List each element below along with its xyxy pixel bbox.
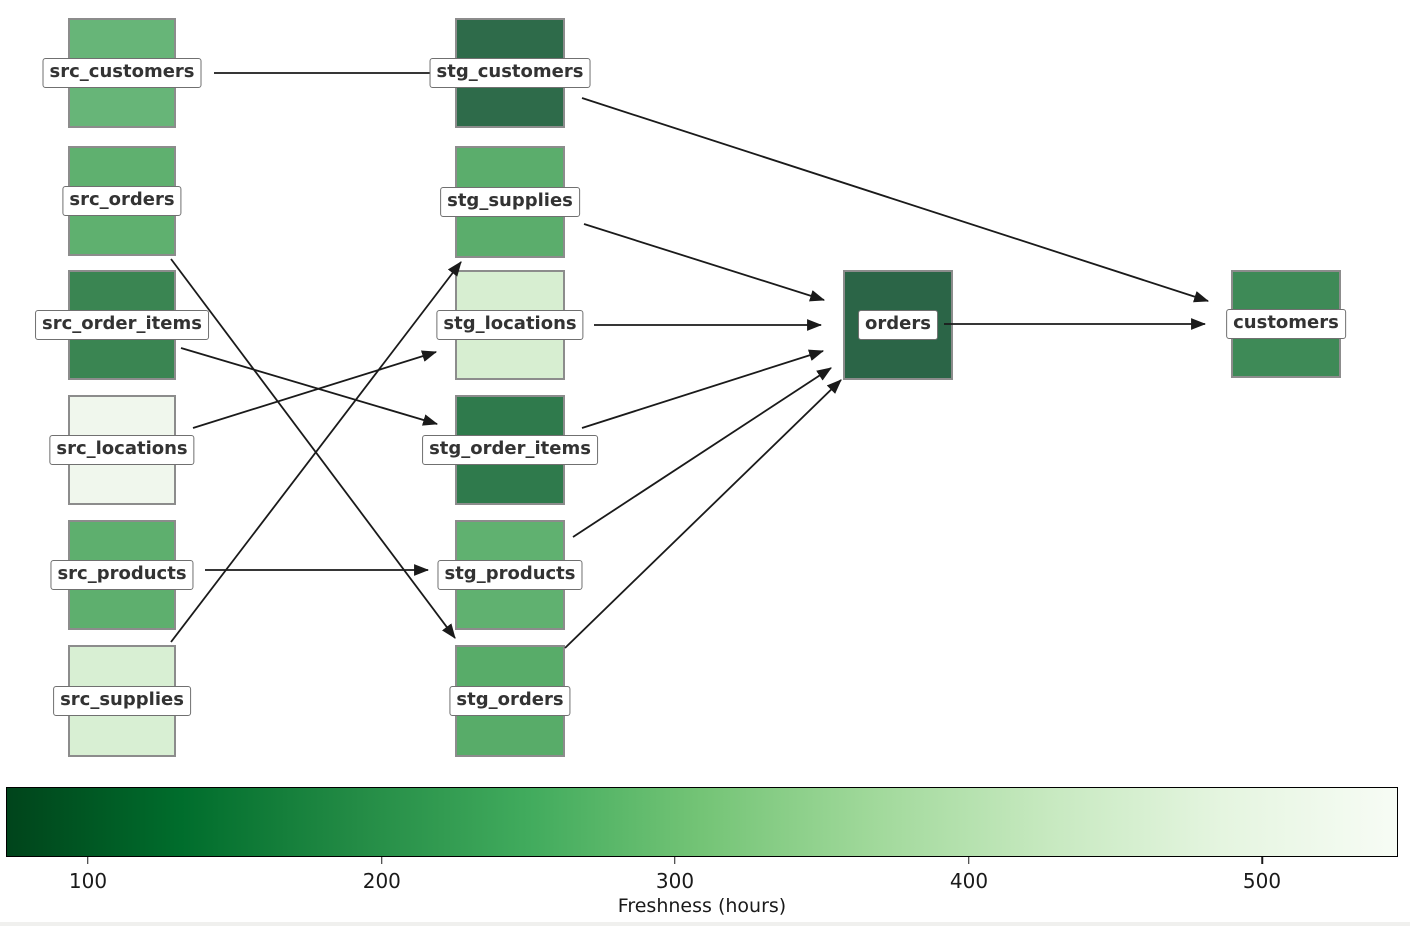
node-label-src_customers: src_customers xyxy=(42,58,202,88)
node-label-src_supplies: src_supplies xyxy=(53,686,191,716)
edge-src_supplies-to-stg_supplies xyxy=(170,261,462,643)
colorbar-tick-label-100: 100 xyxy=(68,869,108,893)
edge-stg_products-to-orders xyxy=(572,367,832,538)
edge-stg_customers-to-customers xyxy=(581,97,1210,303)
colorbar-tick-label-300: 300 xyxy=(655,869,695,893)
edge-src_order_items-to-stg_order_items xyxy=(180,347,439,426)
freshness-colorbar xyxy=(6,787,1398,857)
edge-src_orders-to-stg_orders xyxy=(170,258,456,639)
node-label-stg_orders: stg_orders xyxy=(449,686,571,716)
node-label-src_orders: src_orders xyxy=(62,186,182,216)
node-label-customers: customers xyxy=(1226,309,1346,339)
edge-stg_order_items-to-orders xyxy=(581,349,825,429)
node-label-src_products: src_products xyxy=(50,560,194,590)
colorbar-tick-500 xyxy=(1261,857,1263,864)
node-label-orders: orders xyxy=(858,310,938,340)
colorbar-tick-400 xyxy=(968,857,970,864)
node-label-stg_locations: stg_locations xyxy=(436,310,584,340)
node-label-stg_customers: stg_customers xyxy=(429,58,591,88)
node-label-stg_order_items: stg_order_items xyxy=(422,435,598,465)
colorbar-tick-label-500: 500 xyxy=(1242,869,1282,893)
edge-stg_orders-to-orders xyxy=(564,379,842,649)
edge-stg_supplies-to-orders xyxy=(583,223,826,302)
colorbar-tick-100 xyxy=(87,857,89,864)
colorbar-tick-200 xyxy=(381,857,383,864)
colorbar-tick-300 xyxy=(674,857,676,864)
edge-src_locations-to-stg_locations xyxy=(192,350,438,429)
node-label-src_order_items: src_order_items xyxy=(35,310,209,340)
colorbar-tick-label-200: 200 xyxy=(362,869,401,893)
node-label-stg_products: stg_products xyxy=(437,560,583,590)
colorbar-axis-label: Freshness (hours) xyxy=(617,895,787,917)
colorbar-tick-label-400: 400 xyxy=(949,869,989,893)
node-label-src_locations: src_locations xyxy=(49,435,195,465)
node-label-stg_supplies: stg_supplies xyxy=(440,187,580,217)
window-bottom-edge xyxy=(0,922,1410,926)
